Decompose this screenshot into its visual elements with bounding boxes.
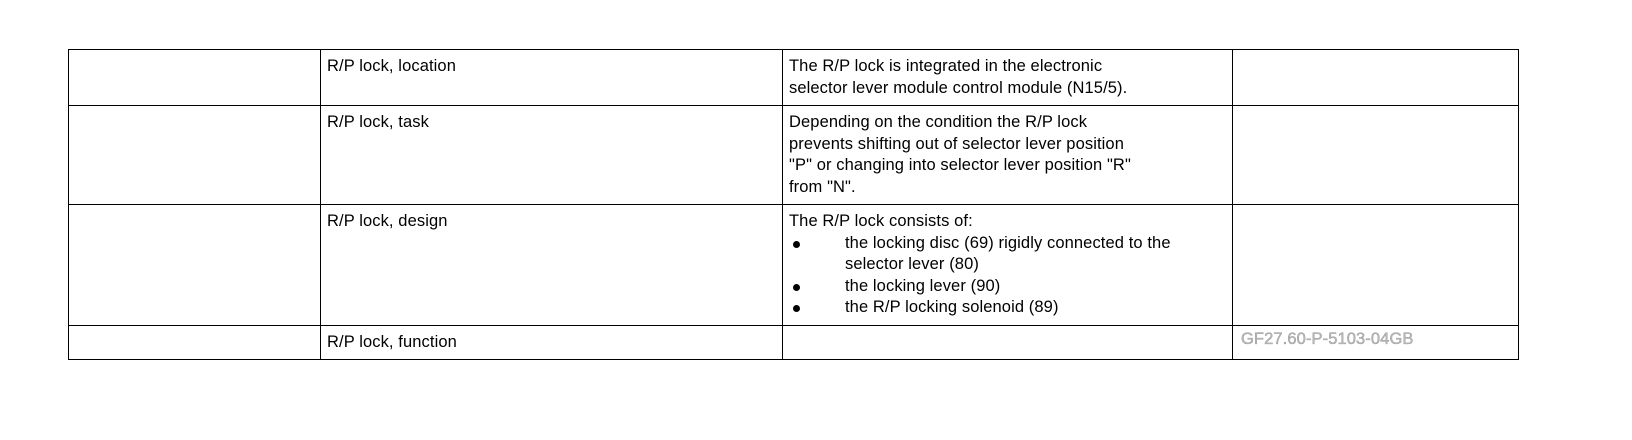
- bullet-icon: [793, 283, 800, 291]
- table-cell-description: [782, 324, 1233, 360]
- spec-table: R/P lock, location The R/P lock is integ…: [68, 49, 1519, 360]
- table-cell-description: The R/P lock is integrated in the electr…: [782, 49, 1233, 106]
- list-item: the locking lever (90): [789, 276, 1228, 298]
- list-item-text: the locking lever (90): [845, 276, 1001, 295]
- list-item-text: the R/P locking solenoid (89): [845, 298, 1059, 316]
- description-line: selector lever module control module (N1…: [789, 78, 1128, 97]
- table-cell-label: R/P lock, location: [320, 49, 783, 106]
- bullet-icon: [793, 240, 800, 248]
- table-row: R/P lock, location The R/P lock is integ…: [68, 49, 1519, 106]
- row-label-text: R/P lock, location: [327, 57, 456, 75]
- table-cell-description: Depending on the condition the R/P lock …: [782, 105, 1233, 205]
- bullet-icon: [793, 305, 800, 312]
- table-cell-index: [68, 49, 321, 106]
- description-line: The R/P lock is integrated in the electr…: [789, 57, 1103, 75]
- table-row: R/P lock, design The R/P lock consists o…: [68, 204, 1519, 326]
- component-bullet-list: the locking disc (69) rigidly connected …: [789, 233, 1228, 319]
- table-cell-description: The R/P lock consists of: the locking di…: [782, 204, 1233, 326]
- row-label-text: R/P lock, design: [327, 212, 448, 230]
- row-label-text: R/P lock, function: [327, 332, 457, 351]
- list-item: the R/P locking solenoid (89): [789, 297, 1228, 319]
- table-cell-reference: [1232, 49, 1519, 106]
- list-item: the locking disc (69) rigidly connected …: [789, 233, 1228, 276]
- description-line: from "N".: [789, 177, 856, 196]
- table-cell-label: R/P lock, design: [320, 204, 783, 326]
- table-row: R/P lock, function GF27.60-P-5103-04GB: [68, 324, 1519, 360]
- table-cell-index: [68, 204, 321, 326]
- description-line: Depending on the condition the R/P lock: [789, 113, 1088, 131]
- table-cell-label: R/P lock, function: [320, 324, 783, 360]
- description-line: The R/P lock consists of:: [789, 212, 973, 230]
- document-reference-code: GF27.60-P-5103-04GB: [1241, 329, 1414, 348]
- table-cell-label: R/P lock, task: [320, 105, 783, 205]
- table-cell-reference: [1232, 204, 1519, 326]
- row-label-text: R/P lock, task: [327, 113, 429, 131]
- description-line: "P" or changing into selector lever posi…: [789, 156, 1131, 174]
- table-cell-index: [68, 324, 321, 360]
- table-cell-reference: [1232, 105, 1519, 205]
- table-row: R/P lock, task Depending on the conditio…: [68, 105, 1519, 205]
- table-cell-reference: GF27.60-P-5103-04GB: [1232, 324, 1519, 360]
- table-cell-index: [68, 105, 321, 205]
- description-line: prevents shifting out of selector lever …: [789, 134, 1124, 153]
- list-item-text: the locking disc (69) rigidly connected …: [845, 233, 1171, 274]
